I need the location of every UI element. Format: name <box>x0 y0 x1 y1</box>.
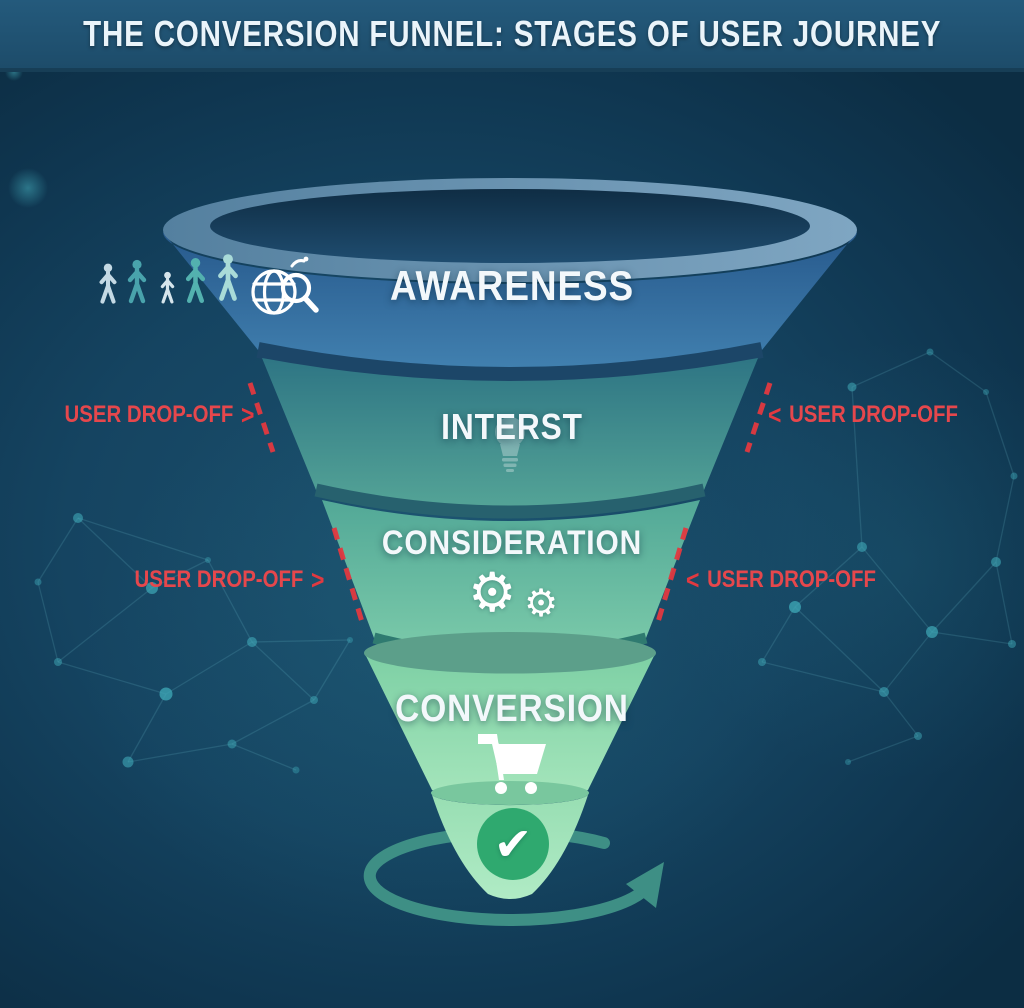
plexus-nodes <box>34 348 1018 774</box>
lightbulb-icon <box>495 417 525 472</box>
gear-icon: ⚙ <box>468 561 517 624</box>
chevron-left-icon: < <box>686 564 700 595</box>
plexus-network <box>37 351 1015 771</box>
gear-icon: ⚙ <box>524 581 559 625</box>
dropoff-label-lower-right: < USER DROP-OFF <box>686 563 876 597</box>
shopping-cart-icon <box>478 734 546 794</box>
stage-label-conversion: CONVERSION <box>395 688 629 730</box>
page-title: THE CONVERSION FUNNEL: STAGES OF USER JO… <box>82 13 942 54</box>
dropoff-label-upper-right: < USER DROP-OFF <box>768 398 958 432</box>
funnel-stage-interest <box>262 358 758 519</box>
stage-label-awareness: AWARENESS <box>389 262 635 309</box>
person-icon <box>130 260 144 301</box>
dropoff-text: USER DROP-OFF <box>134 566 303 593</box>
person-icon <box>102 264 115 302</box>
person-icon <box>160 270 175 304</box>
dropoff-text: USER DROP-OFF <box>707 566 876 593</box>
chevron-right-icon: > <box>310 564 324 595</box>
title-bar: THE CONVERSION FUNNEL: STAGES OF USER JO… <box>0 0 1024 72</box>
check-circle-icon <box>477 808 549 880</box>
dropoff-dashed-lines <box>247 382 773 623</box>
chevron-right-icon: > <box>240 399 254 430</box>
chevron-left-icon: < <box>768 399 782 430</box>
check-icon: ✔ <box>493 817 533 871</box>
funnel-stage-awareness <box>163 178 857 383</box>
dropoff-label-upper-left: USER DROP-OFF > <box>64 398 254 432</box>
stage-label-consideration: CONSIDERATION <box>381 524 643 562</box>
dropoff-text: USER DROP-OFF <box>789 401 958 428</box>
globe-search-icon <box>251 256 319 315</box>
funnel-tip <box>431 781 589 899</box>
funnel-opening <box>210 189 810 263</box>
stage-label-interest: INTERST <box>441 406 583 447</box>
dropoff-label-lower-left: USER DROP-OFF > <box>134 563 324 597</box>
funnel-stage-conversion <box>364 632 656 802</box>
dropoff-text: USER DROP-OFF <box>64 401 233 428</box>
